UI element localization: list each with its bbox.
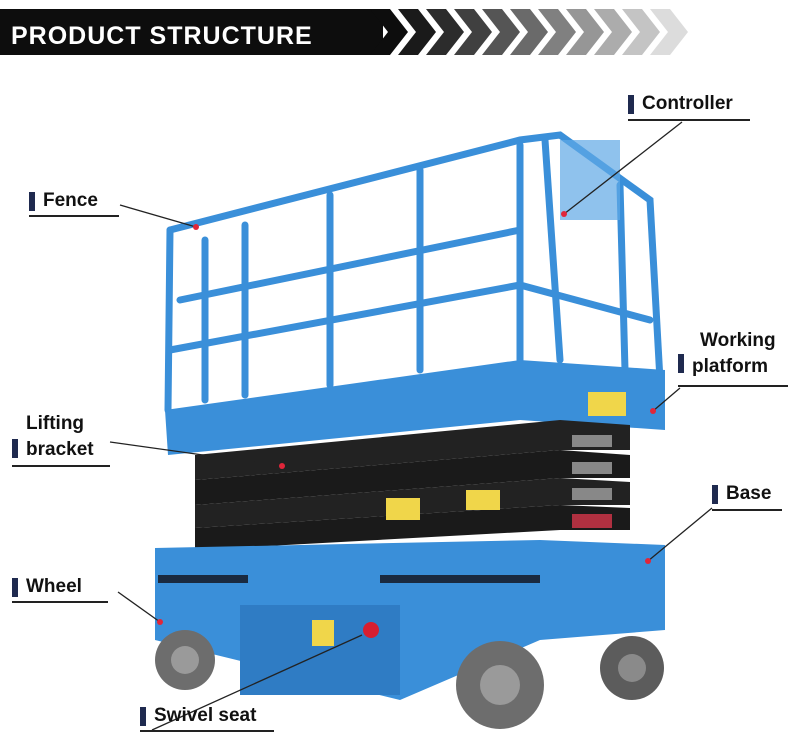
working-platform (165, 360, 665, 455)
callout-points (157, 211, 656, 625)
fence-label: Fence (43, 190, 98, 211)
label-underline (29, 215, 119, 217)
base-chassis (155, 540, 665, 700)
working-platform-label-line1: Working (700, 330, 776, 351)
label-working-platform: Working platform (678, 328, 776, 380)
label-underline (712, 509, 782, 511)
label-fence: Fence (29, 190, 98, 212)
label-lifting-bracket: Lifting bracket (12, 411, 94, 463)
wheel-label: Wheel (26, 576, 82, 597)
label-marker (678, 354, 684, 373)
lifting-bracket-beams (195, 420, 630, 550)
lifting-bracket-label-line1: Lifting (26, 413, 85, 434)
label-underline (12, 601, 108, 603)
fence-rails (164, 131, 664, 414)
page-title: PRODUCT STRUCTURE (11, 22, 313, 50)
label-swivel-seat: Swivel seat (140, 705, 256, 727)
label-controller: Controller (628, 93, 733, 115)
header-banner: PRODUCT STRUCTURE (0, 9, 383, 55)
label-wheel: Wheel (12, 576, 82, 598)
label-underline (12, 465, 110, 467)
warning-sticker (588, 392, 626, 416)
label-marker (12, 439, 18, 458)
controller-label: Controller (642, 93, 733, 114)
label-underline (678, 385, 788, 387)
wheels (155, 630, 664, 729)
label-base: Base (712, 483, 771, 505)
controller-box (560, 140, 620, 220)
label-marker (712, 484, 718, 504)
label-marker (140, 706, 146, 726)
base-panel (240, 605, 400, 695)
label-underline (628, 119, 750, 121)
swivel-seat-label: Swivel seat (154, 705, 257, 726)
label-marker (12, 577, 18, 597)
leader-lines (109, 121, 713, 731)
working-platform-label-line2: platform (692, 356, 768, 377)
base-label: Base (726, 483, 772, 504)
lifting-bracket-label-line2: bracket (26, 439, 94, 460)
label-marker (29, 191, 35, 211)
label-underline (140, 730, 274, 732)
label-marker (628, 94, 634, 114)
chevron-arrows-decoration (370, 9, 688, 55)
